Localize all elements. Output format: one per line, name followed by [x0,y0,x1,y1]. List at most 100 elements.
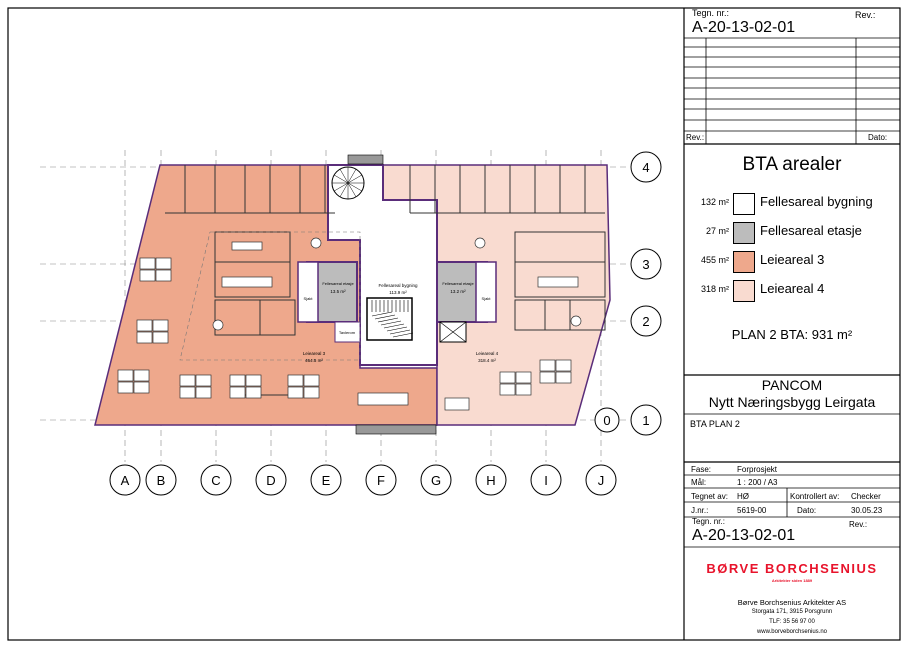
grid-label: D [266,473,275,488]
label-leieareal-3: Leieareal 3 [303,351,326,356]
grid-label: J [598,473,605,488]
legend-swatch [733,251,755,273]
sheet-title: BTA PLAN 2 [690,419,740,429]
scale-value: 1 : 200 / A3 [737,478,778,487]
grid-bubble-3: 3 [630,248,662,280]
drawn-by-label: Tegnet av: [691,492,728,501]
grid-label: 2 [642,314,649,329]
label-fellesareal-etasje-right: Fellesareal etasje [442,281,474,286]
grid-label: H [486,473,495,488]
stair-steps [371,300,414,338]
canopy-top [347,154,384,165]
plan-total: PLAN 2 BTA: 931 m² [731,327,853,342]
firm-phone: TLF: 35 56 97 00 [769,619,815,625]
sheet-frame [7,7,901,641]
legend-area: 318 m² [700,284,729,294]
grid-label: 0 [603,413,610,428]
grid-label: 4 [642,160,649,175]
phase-label: Fase: [691,465,712,474]
scale-label: Mål: [691,478,707,487]
stair-main [366,297,413,341]
rev-label: Rev.: [855,10,876,20]
legend-area: 455 m² [700,255,729,265]
legend-swatch [733,193,755,215]
spiral-stair-steps [332,167,364,199]
label-fellesareal-bygning-area: 113.9 m² [389,290,407,295]
label-sjakt-right: Sjakt [482,296,492,301]
grid-bubble-0: 0 [594,407,620,433]
grid-bubble-C: C [200,464,232,496]
rev-column-label: Rev.: [686,133,705,142]
canopy-bottom [355,424,437,435]
legend-label: Fellesareal etasje [760,223,862,238]
grid-label: B [157,473,166,488]
firm-logo: BØRVE BORCHSENIUS [706,561,878,576]
grid-bubble-E: E [310,464,342,496]
grid-bubble-1: 1 [630,404,662,436]
shaft-right [475,261,497,323]
date-value: 30.05.23 [851,506,883,515]
shaft-left [297,261,319,323]
zone-outline [179,231,361,361]
interior-walls [165,165,606,396]
legend-label: Leieareal 3 [760,252,825,267]
client-name: PANCOM [761,377,823,393]
label-leieareal-4-area: 318.4 m² [478,358,496,363]
job-no-value: 5619-00 [737,506,767,515]
legend-area: 27 m² [705,226,729,236]
furniture [117,237,582,411]
grid-label: A [121,473,130,488]
grid-bubble-I: I [530,464,562,496]
grid-bubble-2: 2 [630,305,662,337]
grid-label: E [322,473,331,488]
project-name: Nytt Næringsbygg Leirgata [708,394,876,410]
label-leieareal-4: Leieareal 4 [476,351,499,356]
label-sjakt-left: Sjakt [304,296,314,301]
drawing-no-label: Tegn. nr.: [692,8,730,18]
grid-label: G [431,473,441,488]
label-fellesareal-bygning: Fellesareal bygning [378,283,418,288]
grid-label: I [544,473,548,488]
legend-area: 132 m² [700,197,729,207]
phase-value: Forprosjekt [737,465,778,474]
tavlerom [334,321,361,343]
checked-by-value: Checker [851,492,881,501]
legend-label: Fellesareal bygning [760,194,873,209]
grid-label: F [377,473,385,488]
drawing-no-label-bottom: Tegn. nr.: [692,517,725,526]
grid-bubble-4: 4 [630,151,662,183]
grid-label: 1 [642,413,649,428]
date-label: Dato: [797,506,817,515]
label-fellesareal-etasje-left-area: 13.5 m² [330,289,346,294]
firm-tagline: Arkitekter siden 1889 [771,578,813,583]
legend-swatch [733,222,755,244]
floor-plan: Fellesareal bygning 113.9 m² Fellesareal… [40,150,662,496]
legend-swatch [733,280,755,302]
firm-website[interactable]: www.borveborchsenius.no [756,629,828,635]
drawing-no-bottom: A-20-13-02-01 [692,527,796,544]
grid-label: 3 [642,257,649,272]
label-tavlerom: Tavlerom [339,330,356,335]
title-block-lines [684,37,900,548]
grid-bubble-G: G [420,464,452,496]
drawing-no: A-20-13-02-01 [692,19,796,36]
date-column-label: Dato: [868,133,888,142]
label-fellesareal-etasje-right-area: 13.2 m² [450,289,466,294]
grid-bubble-D: D [255,464,287,496]
rev-label-bottom: Rev.: [849,520,868,529]
grid-bubble-B: B [145,464,177,496]
grid-bubbles: A B C D E F G H I J 4 3 2 1 0 [109,151,662,496]
legend-label: Leieareal 4 [760,281,825,296]
label-leieareal-3-area: 464.5 m² [305,358,323,363]
grid-label: C [211,473,220,488]
grid-bubble-F: F [365,464,397,496]
drawn-by-value: HØ [737,492,749,501]
firm-name: Børve Borchsenius Arkitekter AS [737,598,847,607]
grid-bubble-A: A [109,464,141,496]
label-fellesareal-etasje-left: Fellesareal etasje [322,281,354,286]
legend-title: BTA arealer [742,154,842,175]
grid-bubble-H: H [475,464,507,496]
grid-bubble-J: J [585,464,617,496]
checked-by-label: Kontrollert av: [790,492,840,501]
